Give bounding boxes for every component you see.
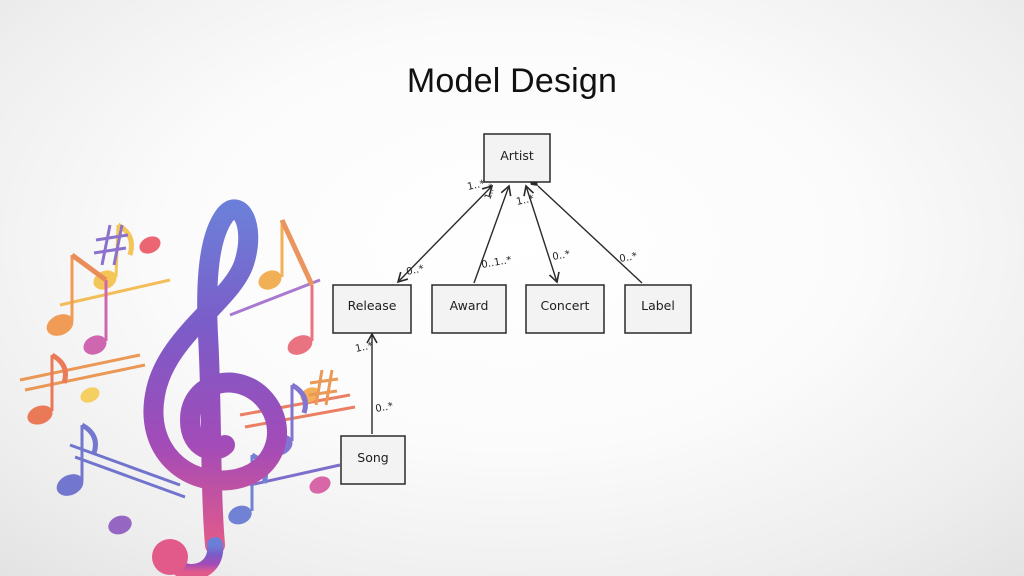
class-release: Release (332, 284, 412, 334)
class-label-label: Label (641, 298, 675, 313)
class-artist-label: Artist (500, 148, 534, 163)
association-artist-release (396, 184, 494, 284)
multiplicity-labels: 1..* 1..* 1..* 0..* 0..1..* 0..* 0..* 1.… (354, 178, 638, 414)
class-award: Award (431, 284, 507, 334)
multiplicity-artist-award-bottom: 0..1..* (481, 255, 513, 271)
class-release-label: Release (348, 298, 397, 313)
class-song-label: Song (357, 450, 388, 465)
multiplicity-artist-award-top: 1..* (483, 182, 498, 201)
association-artist-label (529, 177, 643, 284)
multiplicity-artist-concert-bottom: 0..* (552, 249, 571, 263)
multiplicity-release-song-bottom: 0..* (375, 401, 394, 415)
class-award-label: Award (450, 298, 489, 313)
multiplicity-artist-concert-top: 1..* (515, 193, 535, 207)
slide-title: Model Design (406, 62, 618, 100)
class-concert-label: Concert (541, 298, 590, 313)
association-lines (366, 177, 643, 434)
class-label: Label (624, 284, 692, 334)
class-song: Song (340, 435, 406, 485)
multiplicity-artist-release-top: 1..* (466, 178, 486, 192)
multiplicity-release-song-top: 1..* (354, 340, 374, 354)
association-artist-award (473, 184, 512, 284)
multiplicity-artist-label-bottom: 0..* (619, 251, 638, 265)
class-concert: Concert (525, 284, 605, 334)
multiplicity-artist-release-bottom: 0..* (405, 263, 425, 277)
music-notes-illustration-icon (19, 199, 356, 576)
class-artist: Artist (483, 133, 551, 183)
association-artist-concert (523, 184, 560, 284)
